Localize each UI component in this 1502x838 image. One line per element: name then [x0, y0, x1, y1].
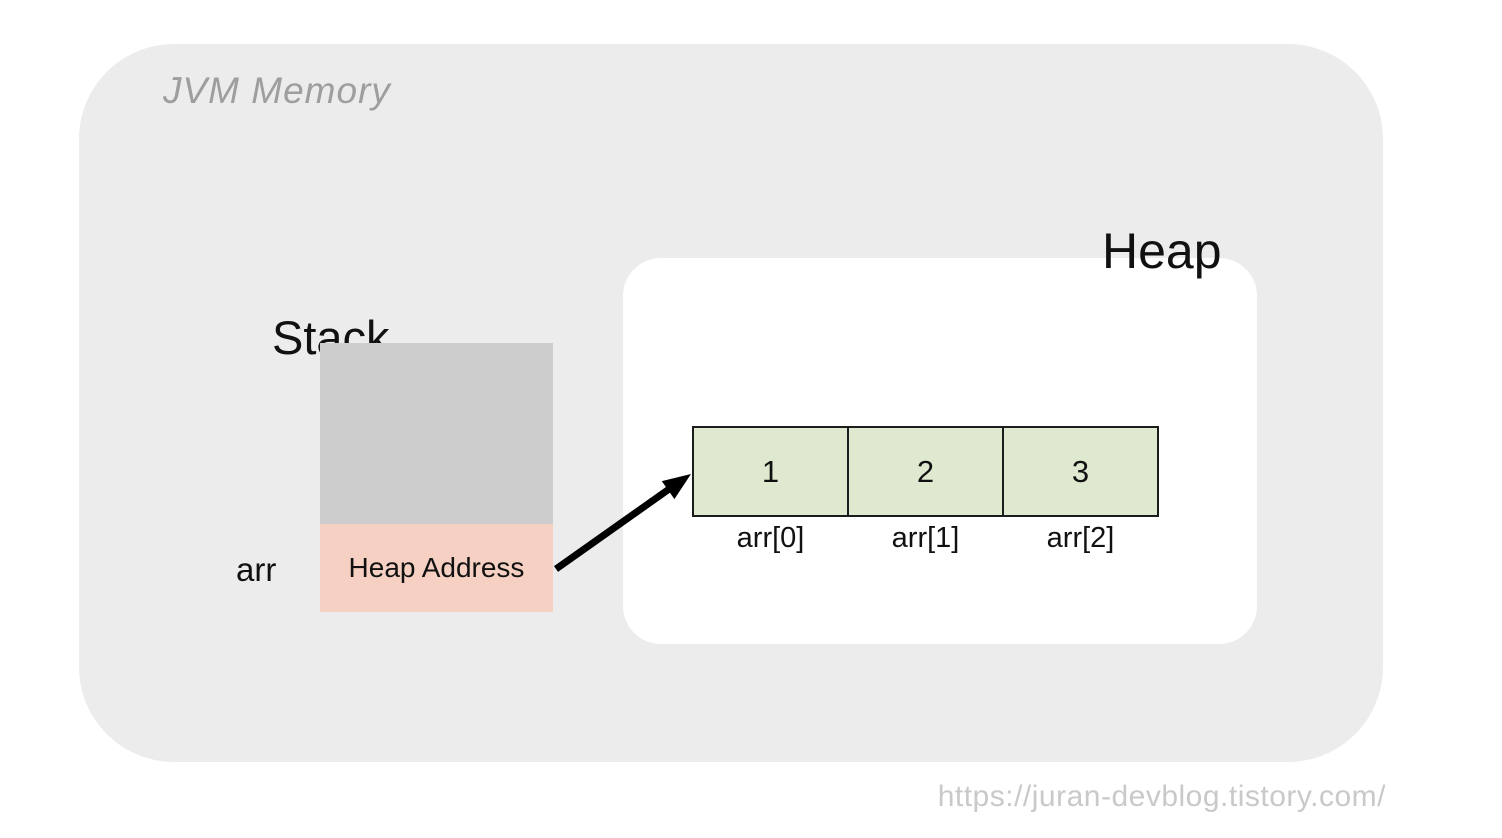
heap-array: 1 2 3: [692, 426, 1159, 517]
array-cell-1-value: 2: [916, 453, 935, 489]
heap-address-cell: Heap Address: [320, 524, 553, 612]
arr-variable-label: arr: [236, 551, 277, 588]
array-cell-2-value: 3: [1071, 453, 1090, 489]
array-index-label-1: arr[1]: [891, 522, 960, 554]
array-index-label-0: arr[0]: [736, 522, 805, 554]
jvm-memory-title: JVM Memory: [163, 70, 391, 111]
array-cell-1: 2: [847, 426, 1004, 517]
array-cell-0: 1: [692, 426, 849, 517]
heap-label: Heap: [1102, 223, 1222, 279]
heap-address-text: Heap Address: [348, 552, 525, 583]
stack-frame-box: [320, 343, 553, 524]
footer-url-text: https://juran-devblog.tistory.com/: [937, 780, 1386, 813]
array-index-label-2: arr[2]: [1046, 522, 1115, 554]
array-cell-0-value: 1: [761, 453, 780, 489]
array-cell-2: 3: [1002, 426, 1159, 517]
heap-array-index-labels: arr[0] arr[1] arr[2]: [692, 522, 1159, 555]
